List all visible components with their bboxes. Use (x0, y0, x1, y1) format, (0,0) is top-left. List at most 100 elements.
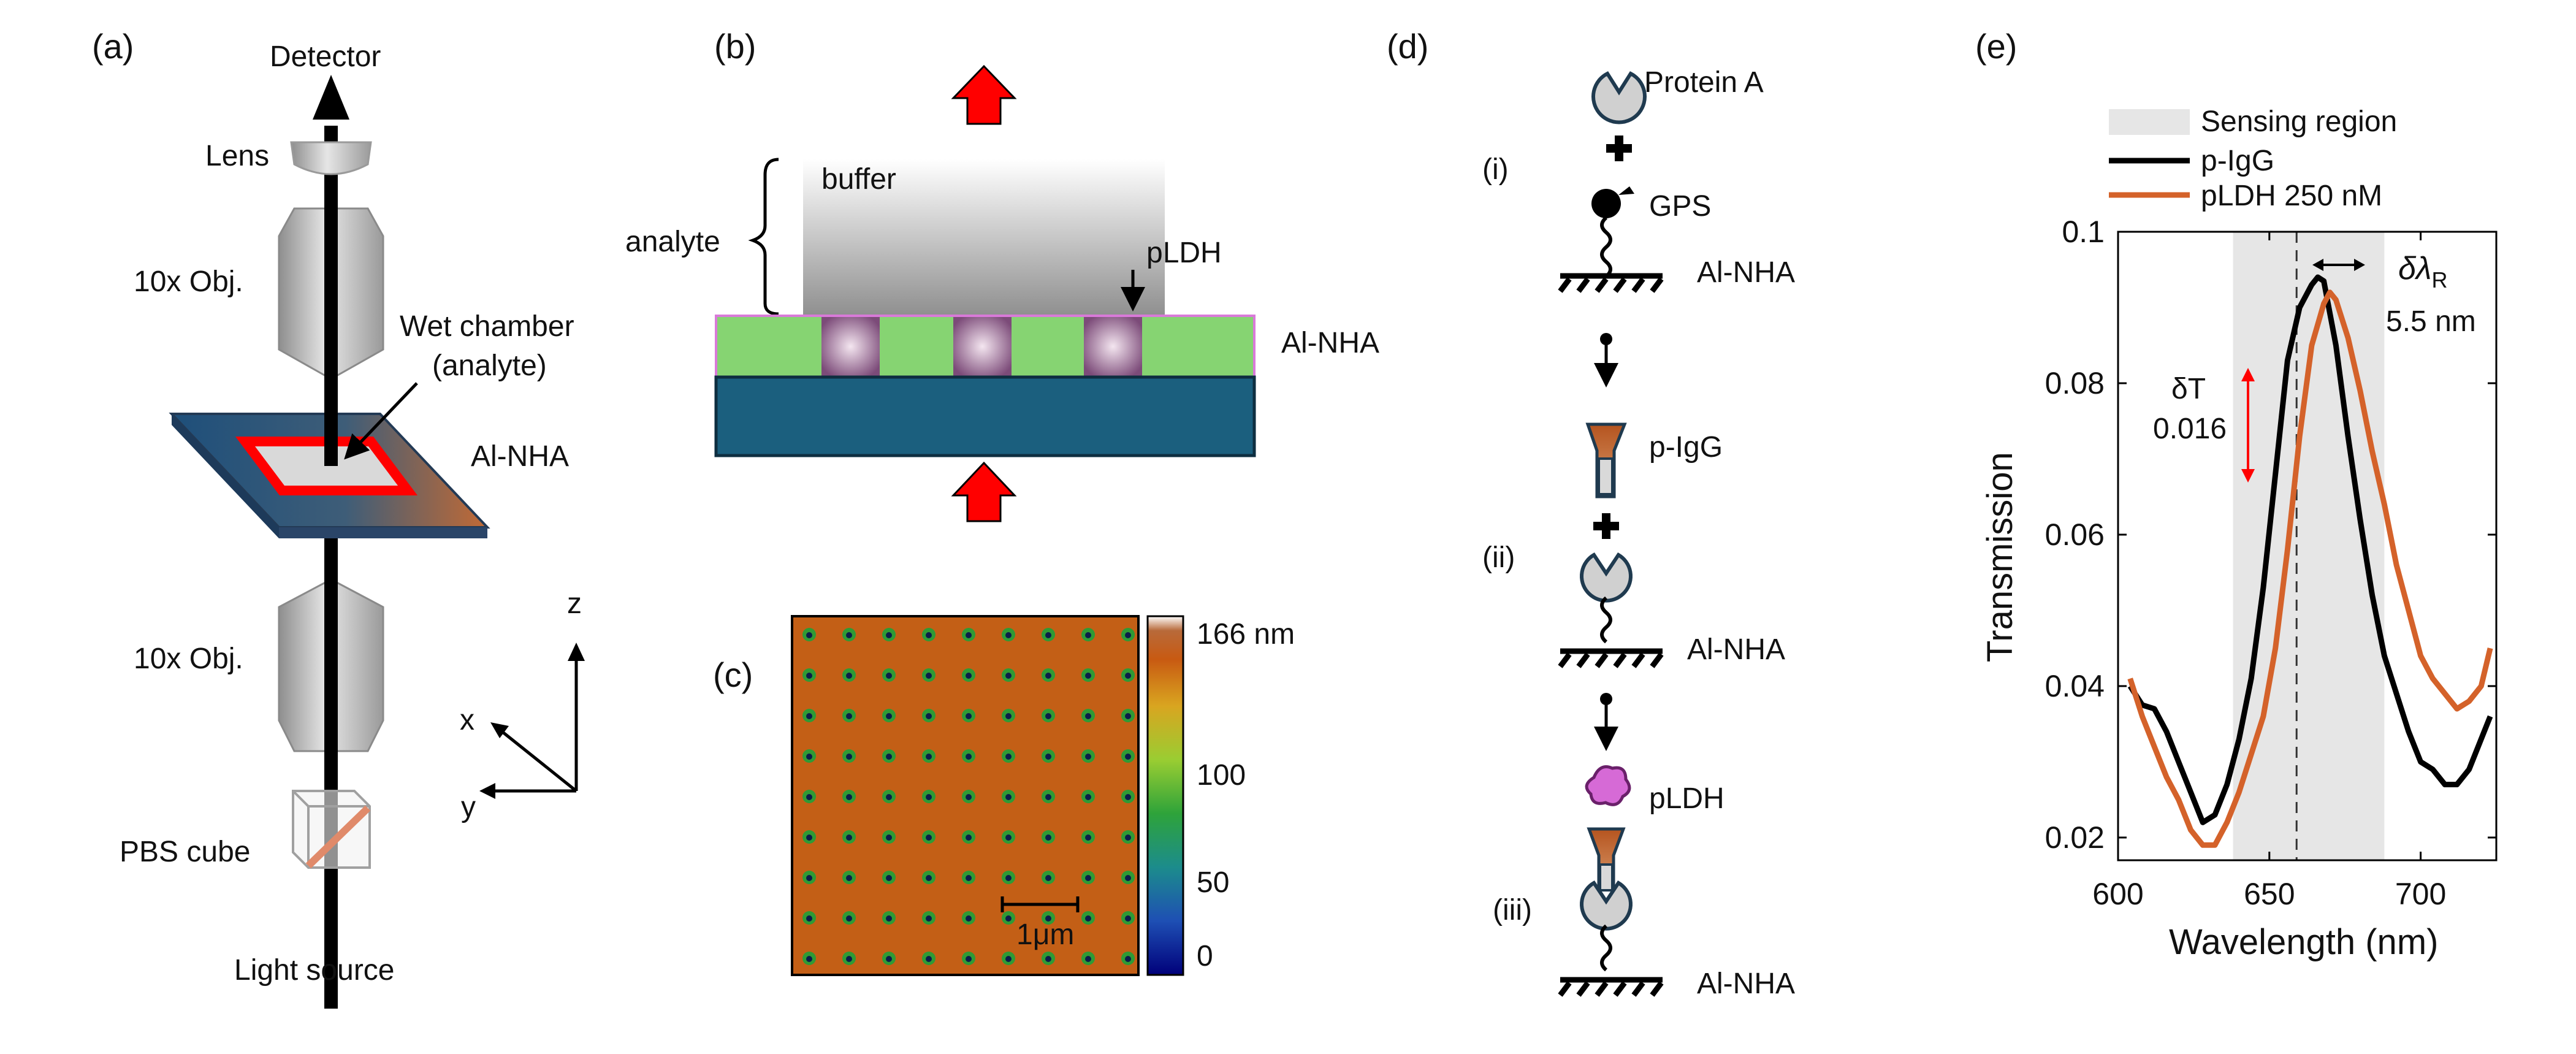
al-nha-label-b: Al-NHA (1281, 327, 1379, 359)
afm-dot-center (1045, 956, 1051, 962)
afm-dot-center (806, 875, 812, 881)
panel-b-label: (b) (714, 27, 756, 66)
pldh-icon (1585, 765, 1631, 806)
p-igg-label: p-IgG (1649, 431, 1723, 464)
afm-dot-center (1125, 754, 1131, 760)
afm-dot-grid (802, 628, 1135, 965)
afm-dot-center (846, 875, 852, 881)
linker-2 (1600, 596, 1612, 644)
afm-dot-center (1085, 915, 1091, 922)
afm-dot-center (1085, 673, 1091, 679)
surface-3 (1558, 977, 1664, 997)
legend-label-pldh: pLDH 250 nM (2201, 180, 2382, 212)
al-nha-label-d2: Al-NHA (1687, 633, 1785, 666)
afm-dot-center (926, 875, 932, 881)
afm-dot-center (846, 632, 852, 638)
afm-dot-center (966, 794, 972, 800)
afm-dot-center (1045, 834, 1051, 841)
coordinate-axes (479, 643, 585, 799)
afm-dot-center (806, 834, 812, 841)
colorbar-tick-0: 0 (1197, 940, 1213, 972)
p-igg-icon (1585, 422, 1627, 498)
al-nha-label-d1: Al-NHA (1697, 256, 1795, 289)
afm-dot-center (1045, 713, 1051, 719)
panel-e: (e) Sensing region p-IgG pLDH 250 nM 600… (1975, 27, 2498, 962)
protein-a-bound-1 (1580, 552, 1633, 603)
afm-dot-center (1005, 834, 1012, 841)
wet-chamber-pointer (344, 382, 418, 460)
afm-dot-center (1045, 915, 1051, 922)
afm-dot-center (1005, 956, 1012, 962)
afm-dot-center (966, 713, 972, 719)
afm-dot-center (966, 632, 972, 638)
wet-chamber-label-line2: (analyte) (432, 349, 547, 382)
y-tick-label: 0.06 (2045, 517, 2105, 552)
delta-t-value: 0.016 (2153, 413, 2227, 445)
afm-dot-center (886, 632, 892, 638)
objective-top-label: 10x Obj. (134, 265, 243, 298)
afm-dot-center (1085, 875, 1091, 881)
afm-dot-center (846, 915, 852, 922)
afm-dot-center (1125, 632, 1131, 638)
gps-label: GPS (1649, 190, 1711, 223)
afm-dot-center (806, 754, 812, 760)
x-tick-label: 650 (2244, 877, 2295, 911)
afm-dot-center (806, 794, 812, 800)
delta-lambda-value: 5.5 nm (2386, 305, 2476, 338)
colorbar (1146, 615, 1184, 976)
delta-t-arrow (2241, 368, 2255, 483)
protein-a-icon (1591, 71, 1647, 124)
analyte-label: analyte (625, 226, 720, 258)
afm-dot-center (806, 915, 812, 922)
afm-dot-center (1005, 632, 1012, 638)
colorbar-tick-166: 166 nm (1197, 618, 1295, 651)
afm-dot-center (1125, 915, 1131, 922)
pldh-label-d: pLDH (1649, 782, 1724, 815)
afm-dot-center (846, 834, 852, 841)
afm-dot-center (846, 956, 852, 962)
afm-dot-center (846, 673, 852, 679)
panel-c: (c) 1μm 166 nm 100 50 0 (713, 615, 1295, 976)
axis-y-label: y (461, 791, 476, 823)
panel-d: (d) (i) (ii) (iii) Protein A GPS Al-NHA (1387, 27, 1795, 1000)
pbs-label: PBS cube (120, 836, 250, 868)
nha-hole-2 (953, 317, 1012, 376)
light-source-label: Light source (234, 954, 395, 987)
x-tick-label: 700 (2395, 877, 2446, 911)
gps-icon (1591, 189, 1621, 218)
step-i-label: (i) (1482, 153, 1509, 186)
afm-dot-center (1125, 713, 1131, 719)
detector-label: Detector (270, 40, 381, 73)
afm-dot-center (806, 956, 812, 962)
colorbar-tick-50: 50 (1197, 866, 1229, 899)
detector-arrowhead (313, 75, 349, 120)
plot-frame (2117, 231, 2498, 861)
afm-dot-center (1085, 632, 1091, 638)
pldh-label-b: pLDH (1146, 237, 1222, 269)
plus-sign-1 (1606, 136, 1632, 161)
delta-lambda-arrow (2312, 259, 2365, 271)
red-arrow-bottom (951, 461, 1017, 522)
panel-e-label: (e) (1975, 27, 2017, 66)
y-tick-label: 0.1 (2062, 215, 2105, 249)
afm-dot-center (926, 915, 932, 922)
series-line-pldh (2127, 289, 2493, 848)
afm-dot-center (966, 673, 972, 679)
afm-dot-center (886, 956, 892, 962)
y-tick-label: 0.02 (2045, 820, 2105, 855)
afm-dot-center (1125, 673, 1131, 679)
buffer-label: buffer (821, 163, 896, 196)
afm-dot-center (1085, 794, 1091, 800)
afm-dot-center (1125, 834, 1131, 841)
afm-dot-center (846, 713, 852, 719)
delta-t-symbol: δT (2171, 373, 2206, 405)
afm-dot-center (926, 713, 932, 719)
afm-dot-center (926, 754, 932, 760)
afm-dot-center (966, 956, 972, 962)
legend-swatch-sensing-region (2109, 109, 2190, 135)
protein-a-bound-2 (1580, 880, 1633, 931)
afm-dot-center (806, 673, 812, 679)
red-arrow-top (951, 64, 1017, 125)
